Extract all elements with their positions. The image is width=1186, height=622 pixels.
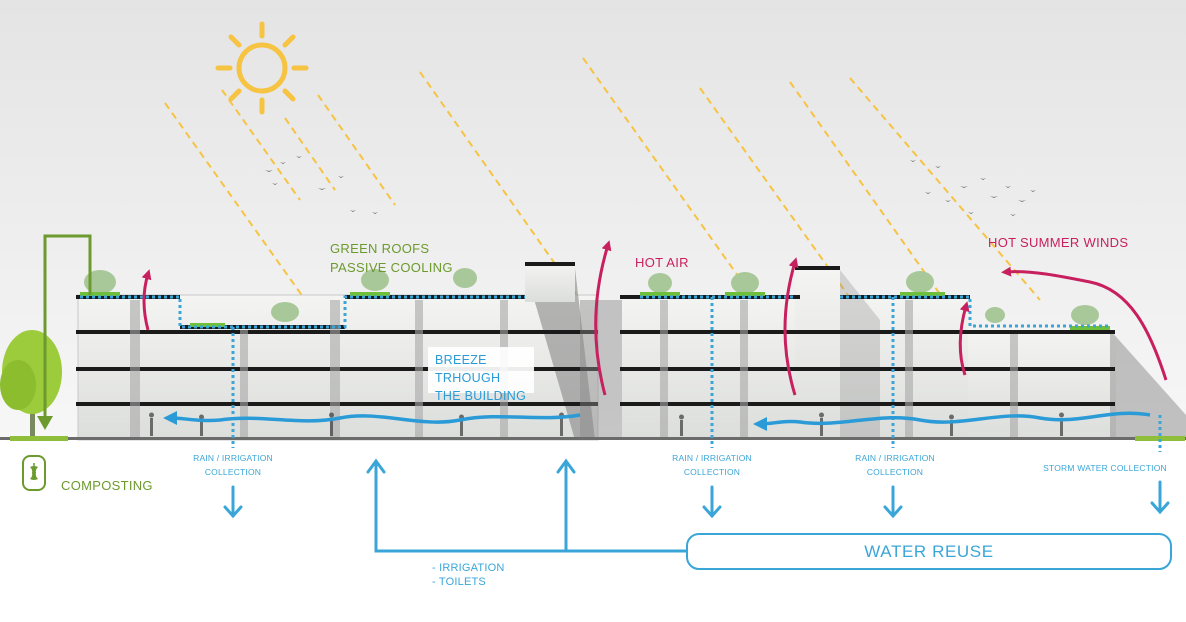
water-reuse-label: WATER REUSE [864,541,994,561]
hot-summer-winds-label: HOT SUMMER WINDS [988,235,1129,250]
composting-label: COMPOSTING [61,478,153,493]
breeze-wave-arrow-west [163,411,581,426]
breeze-line2: THE BUILDING [435,389,527,403]
rain-collection-1-line1: RAIN / IRRIGATION [193,453,273,463]
green-roofs-label: GREEN ROOFS PASSIVE COOLING [330,241,453,275]
rain-collection-3-line2: COLLECTION [866,467,924,478]
composting-arrow-head [37,416,53,430]
hot-air-label: HOT AIR [635,255,689,270]
green-roofs-line2: PASSIVE COOLING [330,259,453,275]
hot-summer-winds-arrow [1001,266,1168,381]
use-irrigation: - IRRIGATION [432,562,505,574]
breeze-line1: BREEZE TRHOUGH [435,353,501,385]
sun-icon [215,21,309,115]
green-roofs-line1: GREEN ROOFS [330,241,430,256]
rain-collection-2-line2: COLLECTION [683,467,741,478]
collection-down-arrows [223,480,1170,519]
reuse-supply-lines [366,458,688,553]
ground-green-right [1135,436,1185,441]
ground-area [0,440,1186,622]
rain-collection-3-line1: RAIN / IRRIGATION [855,453,935,463]
rain-collection-1-line2: COLLECTION [204,467,262,478]
rooftop-tree-icon [84,268,1099,325]
rain-collection-2-line1: RAIN / IRRIGATION [672,453,752,463]
hot-air-arrows [141,240,970,396]
reuse-uses-list: - IRRIGATION - TOILETS [432,562,504,589]
breeze-label: BREEZE TRHOUGH THE BUILDING [428,347,534,403]
composting-flow-arrow [43,234,92,418]
storm-water-collection-label: STORM WATER COLLECTION [1043,463,1167,473]
rain-collection-label-1: RAIN / IRRIGATION COLLECTION [183,453,283,477]
ground-line [0,437,1186,440]
use-toilets: - TOILETS [432,576,486,589]
bird-flock-icon [265,156,1036,216]
rain-collection-label-3: RAIN / IRRIGATION COLLECTION [845,453,945,477]
water-reuse-box: WATER REUSE [686,533,1172,570]
building-block-east [580,266,1186,440]
rain-collection-label-2: RAIN / IRRIGATION COLLECTION [662,453,762,477]
rain-collection-lines [80,295,1162,452]
apple-core-icon [22,455,46,491]
ground-green-left [10,436,68,441]
tree-icon [0,330,62,440]
breeze-wave-arrow-east [753,411,1151,431]
green-roof-strips [80,292,1110,330]
